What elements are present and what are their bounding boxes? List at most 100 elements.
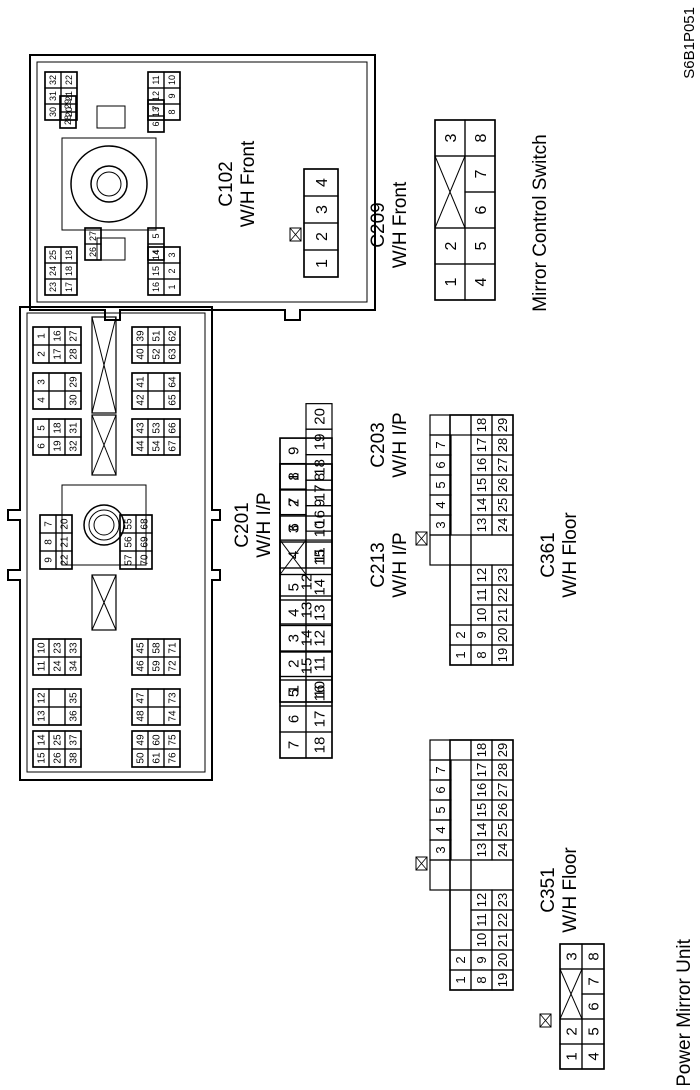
pin-number: 25: [495, 498, 510, 512]
pin-number: 8: [311, 473, 328, 481]
pin-number: 8: [44, 539, 55, 545]
c102-lock-ring-outer: [70, 145, 148, 223]
pin-number: 12: [298, 574, 315, 591]
c209-frame: [303, 168, 339, 278]
c201-blank-left: [91, 574, 117, 631]
pin-number: 2: [443, 241, 460, 250]
pin-number: 76: [168, 752, 179, 764]
pin-number: 27: [69, 330, 80, 342]
pin-number: 14: [37, 734, 48, 746]
pin-number: 1: [314, 259, 331, 268]
pin-number: 10: [311, 521, 328, 538]
pin-number: 13: [474, 843, 489, 857]
pin-number: 15: [474, 478, 489, 492]
pin-number: 5: [585, 1027, 602, 1035]
pin-number: 11: [311, 656, 328, 672]
pin-grid-frame: [44, 71, 78, 121]
pin-number: 3: [563, 952, 580, 960]
pin-number: 29: [495, 418, 510, 432]
pin-number: 17: [474, 438, 489, 452]
pin-number: 46: [136, 660, 147, 672]
pin-grid-frame: [131, 688, 181, 726]
pin-number: 12: [311, 630, 328, 647]
pin-number: 5: [285, 583, 302, 591]
blank-cross: [434, 155, 466, 229]
pin-number: 1: [285, 685, 302, 693]
pin-grid-frame: [131, 730, 181, 768]
pin-number: 6: [285, 523, 302, 531]
pin-number: 17: [64, 282, 74, 292]
pin-number: 3: [314, 205, 331, 214]
c201-blank-slots: [91, 316, 117, 631]
pin-number: 4: [37, 397, 48, 403]
pmu-name-label: Power Mirror Unit: [674, 938, 695, 1085]
pin-number: 58: [152, 642, 163, 654]
pin-number: 11: [37, 660, 48, 671]
c203-name-label: C203: [368, 422, 389, 467]
pin-number: 17: [53, 348, 64, 360]
pin-number: 18: [64, 266, 74, 276]
pin-number: 71: [168, 642, 179, 654]
pin-number: 54: [152, 440, 163, 452]
pin-number: 2: [167, 268, 177, 273]
pin-number: 16: [53, 330, 64, 342]
pin-number: 1: [167, 284, 177, 289]
pin-number: 2: [563, 1027, 580, 1035]
pin-number: 4: [433, 501, 448, 508]
pin-number: 14: [474, 498, 489, 512]
pin-number: 7: [151, 105, 161, 110]
pin-number: 18: [474, 418, 489, 432]
blank-cross: [91, 574, 117, 631]
c361-frame: [449, 414, 514, 666]
mirror-name-label: Mirror Control Switch: [530, 134, 551, 311]
pin-grid-frame: [32, 326, 82, 364]
pin-number: 18: [64, 250, 74, 260]
pin-number: 4: [433, 826, 448, 833]
pin-number: 9: [474, 631, 489, 638]
pin-grid-frame: [32, 418, 82, 456]
pin-number: 1: [453, 976, 468, 983]
pin-number: 3: [37, 379, 48, 385]
pin-number: 33: [69, 642, 80, 654]
pin-number: 23: [495, 568, 510, 582]
pin-cell: [147, 688, 165, 708]
pin-number: 19: [495, 648, 510, 662]
pin-number: 21: [64, 91, 74, 101]
pin-number: 8: [167, 109, 177, 114]
pin-number: 16: [474, 783, 489, 797]
pin-number: 8: [474, 651, 489, 658]
pin-number: 23: [48, 282, 58, 292]
pin-number: 28: [495, 763, 510, 777]
pin-number: 7: [433, 441, 448, 448]
pin-number: 44: [136, 440, 147, 452]
blank-cross: [559, 968, 583, 1020]
pin-number: 66: [168, 422, 179, 434]
pin-grid-frame: [131, 418, 181, 456]
pin-number: 14: [474, 823, 489, 837]
pin-number: 25: [48, 250, 58, 260]
pin-number: 50: [136, 752, 147, 764]
pin-number: 74: [168, 710, 179, 722]
pin-number: 14: [298, 630, 315, 647]
pin-number: 2: [453, 956, 468, 963]
pin-number: 37: [69, 734, 80, 746]
pin-number: 45: [136, 642, 147, 654]
pin-number: 70: [140, 554, 151, 566]
c102-lock-boss: [61, 137, 157, 231]
pin-number: 7: [433, 766, 448, 773]
pin-number: 64: [168, 376, 179, 388]
pin-number: 24: [53, 660, 64, 672]
c201-housing-inner: [26, 312, 206, 773]
pin-number: 63: [168, 348, 179, 360]
pin-number: 38: [69, 752, 80, 764]
pin-number: 51: [152, 330, 163, 342]
pin-number: 5: [433, 806, 448, 813]
c361-subtitle-label: W/H Floor: [560, 512, 581, 598]
pin-number: 1: [443, 277, 460, 286]
pin-number: 18: [474, 743, 489, 757]
